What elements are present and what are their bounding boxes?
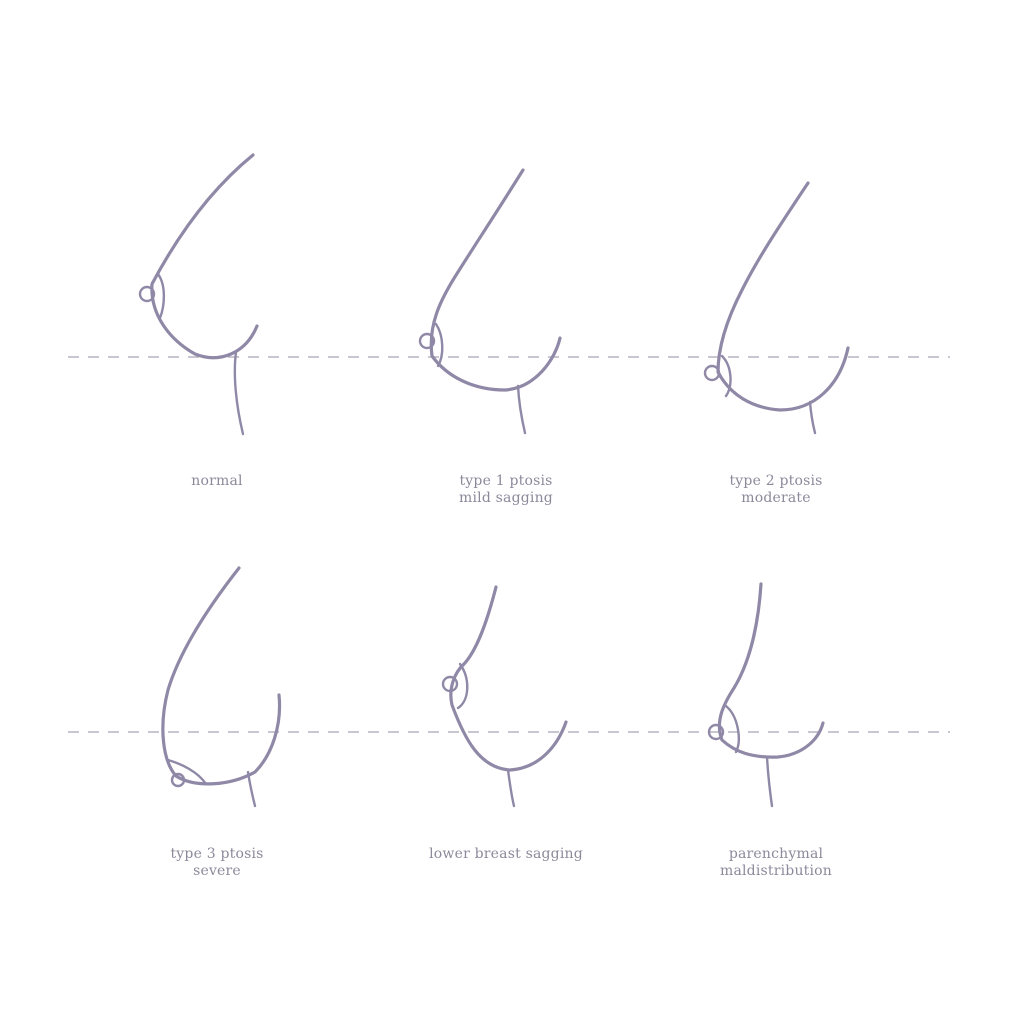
caption-line: maldistribution <box>719 863 833 879</box>
caption-line: lower breast sagging <box>429 846 583 862</box>
normal-breast-outline <box>138 153 259 436</box>
caption-lower-breast-sagging: lower breast sagging <box>386 846 626 863</box>
type2-breast-outline <box>703 181 850 435</box>
caption-parenchymal-maldistribution: parenchymal maldistribution <box>656 846 896 880</box>
caption-type2-ptosis: type 2 ptosis moderate <box>656 473 896 507</box>
caption-type3-ptosis: type 3 ptosis severe <box>97 846 337 880</box>
caption-normal: normal <box>97 473 337 490</box>
caption-line: moderate <box>741 490 811 506</box>
caption-type1-ptosis: type 1 ptosis mild sagging <box>386 473 626 507</box>
lower-sagging-breast-outline <box>441 585 568 808</box>
caption-line: severe <box>193 863 241 879</box>
caption-line: normal <box>191 473 243 489</box>
type1-breast-outline <box>418 168 562 435</box>
caption-line: mild sagging <box>459 490 553 506</box>
caption-line: parenchymal <box>728 846 824 862</box>
caption-line: type 2 ptosis <box>729 473 823 489</box>
parenchymal-breast-outline <box>707 582 825 808</box>
caption-line: type 1 ptosis <box>459 473 553 489</box>
caption-line: type 3 ptosis <box>170 846 264 862</box>
type3-breast-outline <box>161 566 282 808</box>
